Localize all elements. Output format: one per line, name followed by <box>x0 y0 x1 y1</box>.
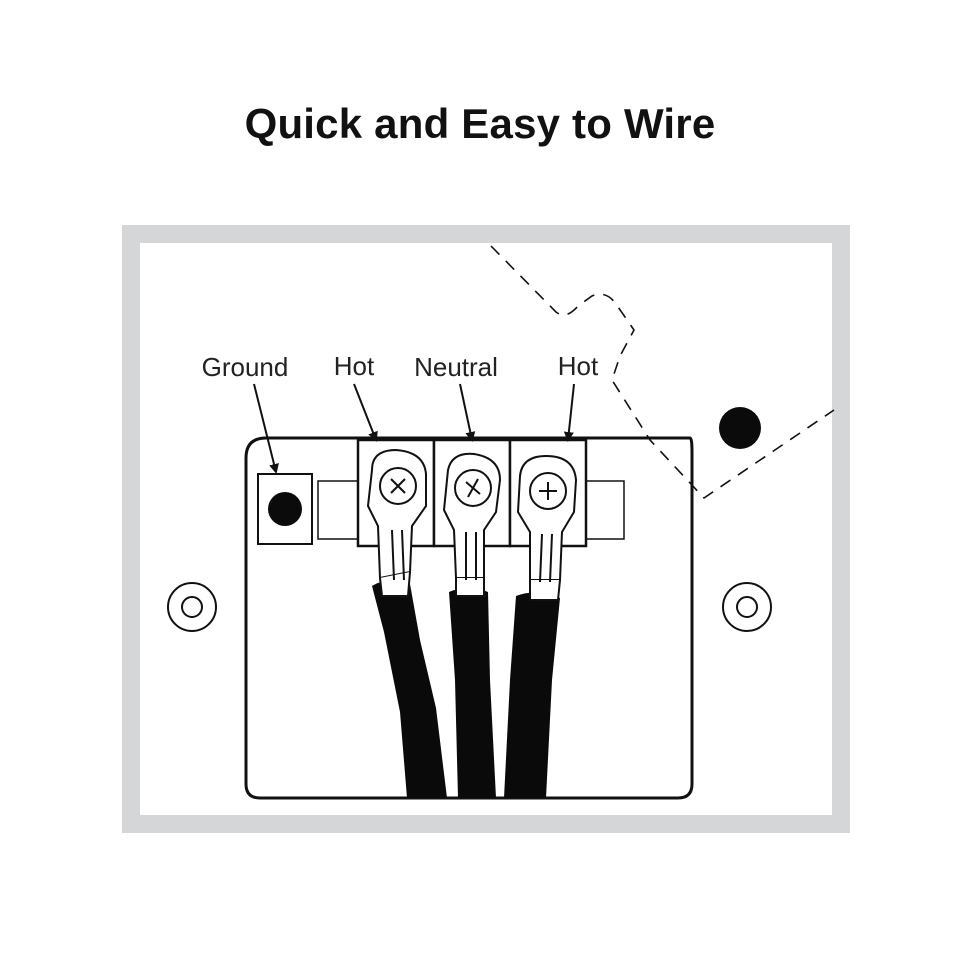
cover-screw-hole <box>719 407 761 449</box>
label-neutral: Neutral <box>414 352 498 382</box>
terminal-side-tab <box>585 480 625 540</box>
cable-neutral <box>449 588 496 798</box>
mounting-hole-right <box>722 582 772 632</box>
arrow-ground <box>253 383 279 474</box>
screw-hot-left <box>379 467 417 505</box>
diagram-title: Quick and Easy to Wire <box>244 100 716 147</box>
label-hot-left: Hot <box>334 351 375 381</box>
screw-hot-right <box>529 472 567 510</box>
screw-neutral <box>454 469 492 507</box>
arrow-neutral <box>459 383 476 442</box>
cable-hot-left <box>372 580 447 798</box>
ground-terminal <box>257 473 359 545</box>
cable-hot-right <box>504 592 560 798</box>
mounting-hole-left <box>167 582 217 632</box>
label-ground: Ground <box>202 352 289 382</box>
leader-arrows <box>253 383 575 474</box>
label-hot-right: Hot <box>558 351 599 381</box>
arrow-hot-right <box>563 383 575 442</box>
arrow-hot-left <box>353 383 378 442</box>
